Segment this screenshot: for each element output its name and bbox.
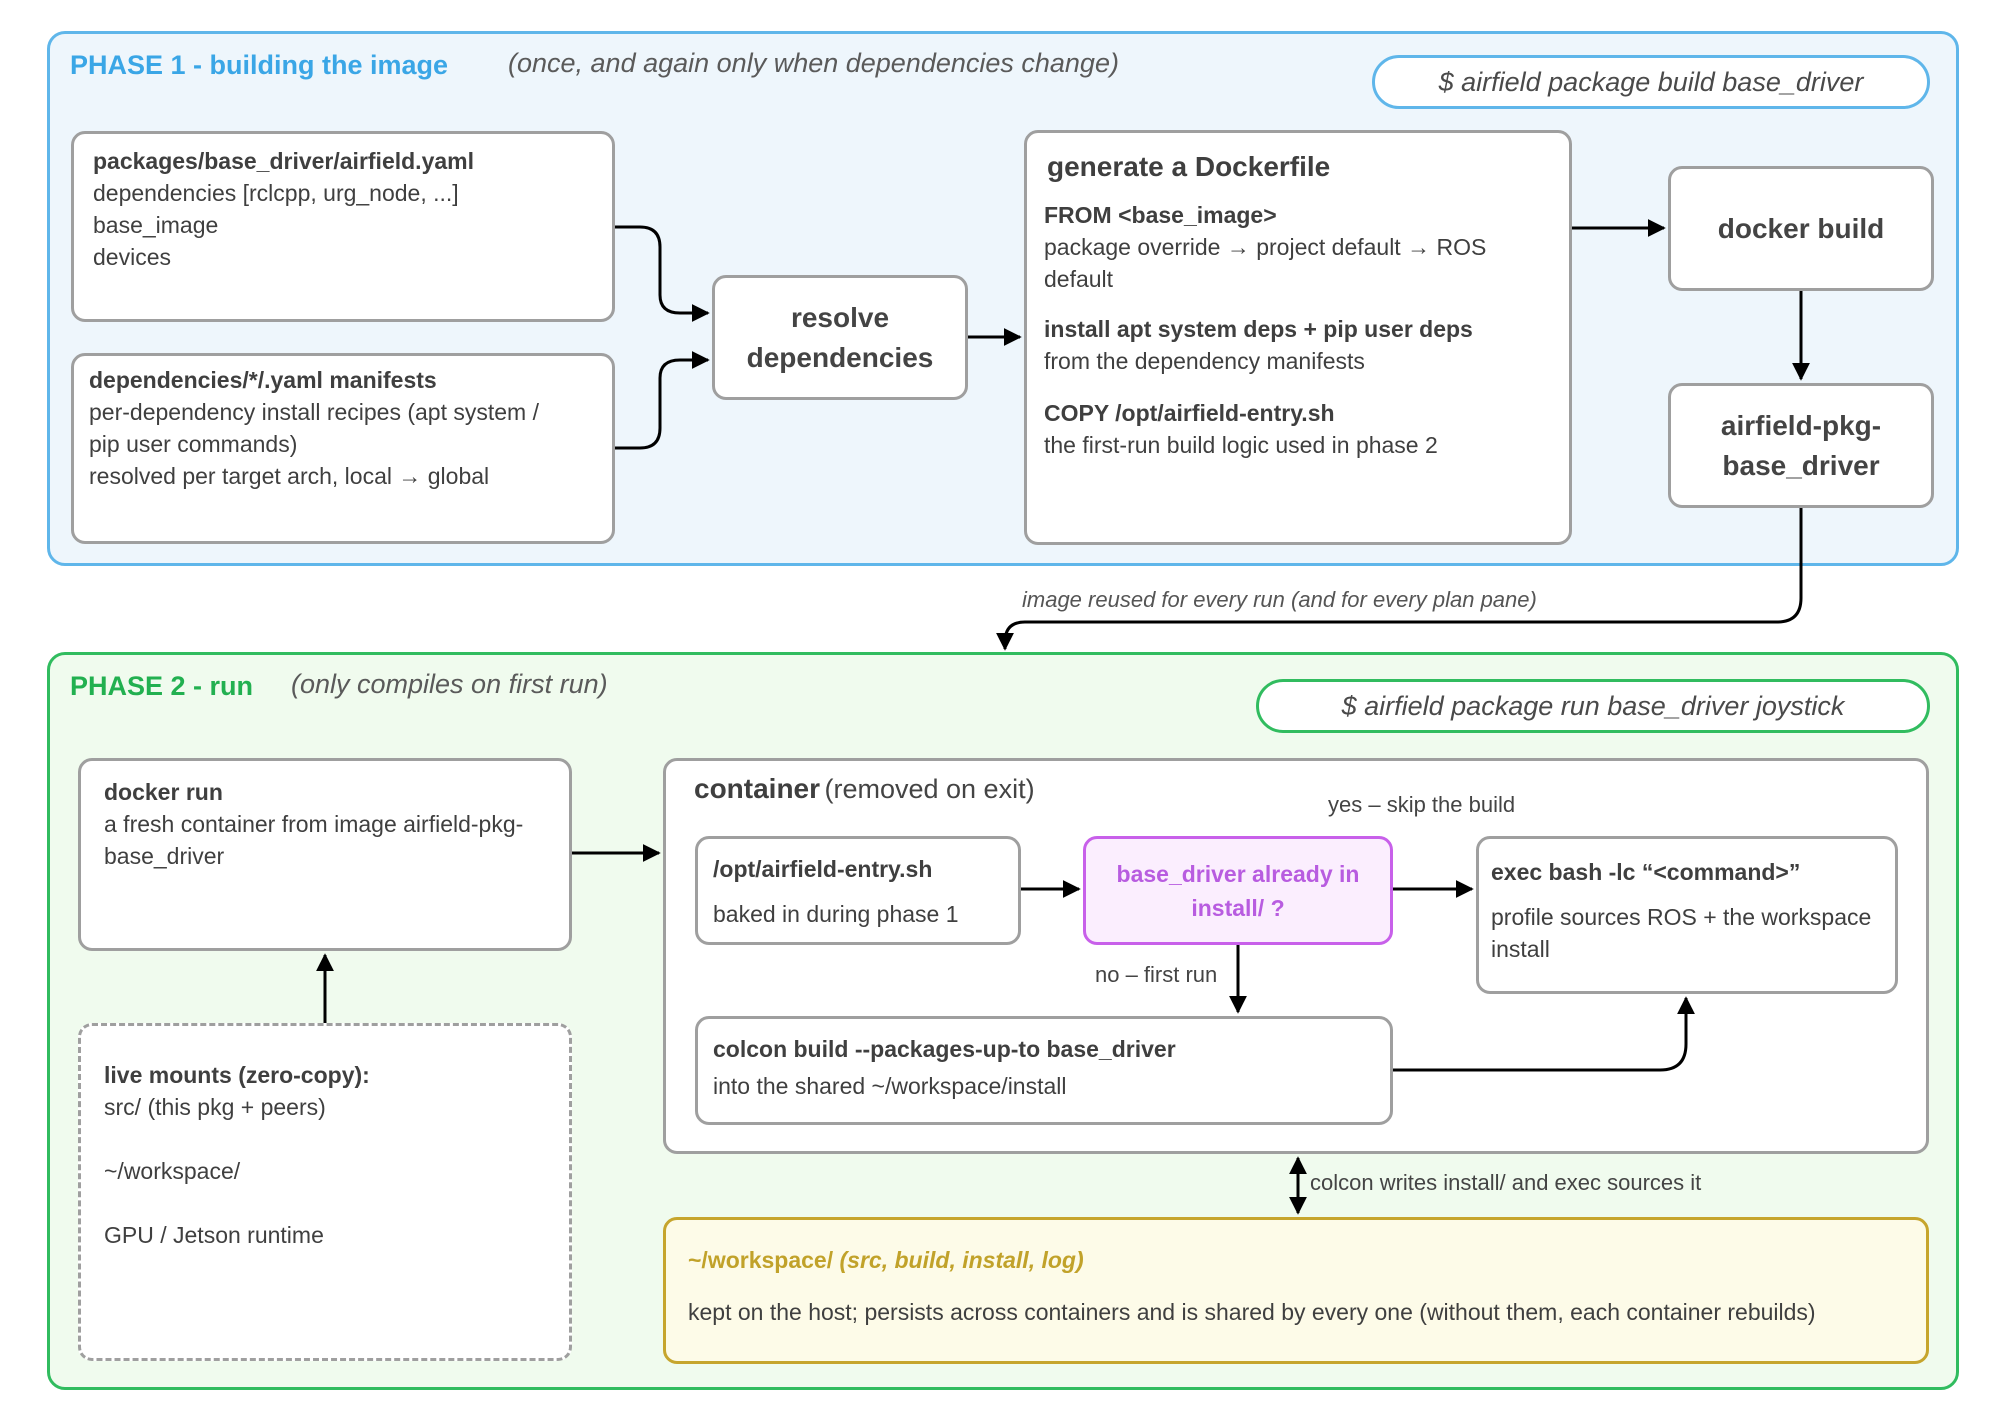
docker-run-line: base_driver (104, 843, 225, 869)
exec-title: exec bash -lc “<command>” (1491, 859, 1801, 885)
resolve-line: dependencies (746, 341, 934, 373)
resolve-line: resolve (790, 301, 890, 333)
manifest-line: devices (93, 244, 171, 270)
decision-line: install/ ? (1191, 894, 1285, 921)
phase2-command: $ airfield package run base_driver joyst… (1256, 679, 1930, 733)
image-reused-label: image reused for every run (and for ever… (1022, 587, 1537, 612)
container-subtitle: (removed on exit) (824, 774, 1035, 804)
dockerfile-copy-heading: COPY /opt/airfield-entry.sh (1044, 400, 1335, 426)
dockerfile-install-heading: install apt system deps + pip user deps (1044, 316, 1473, 342)
deps-manifests-box: dependencies/*/.yaml manifests per-depen… (71, 353, 615, 544)
live-mounts-title: live mounts (zero-copy): (104, 1062, 370, 1088)
phase2-command-text: $ airfield package run base_driver joyst… (1341, 690, 1845, 721)
image-box: airfield-pkg- base_driver (1668, 383, 1934, 508)
manifest-line: dependencies [rclcpp, urg_node, ...] (93, 180, 459, 206)
colcon-build-title: colcon build --packages-up-to base_drive… (713, 1036, 1176, 1062)
container-title: container (694, 773, 821, 804)
workspace-box: ~/workspace/ (src, build, install, log) … (663, 1217, 1929, 1364)
colcon-writes-label: colcon writes install/ and exec sources … (1310, 1170, 1702, 1195)
arrow-manifest-to-resolve (615, 225, 710, 322)
deps-manifests-line: resolved per target arch, local → global (89, 463, 490, 489)
workspace-title-part: , (881, 1247, 895, 1273)
yes-label: yes – skip the build (1328, 792, 1516, 817)
dockerfile-from-heading: FROM <base_image> (1044, 202, 1277, 228)
manifest-title: packages/base_driver/airfield.yaml (93, 148, 474, 174)
image-line: base_driver (1722, 449, 1880, 481)
phase1-subtitle: (once, and again only when dependencies … (508, 48, 1119, 78)
phase1-command-text: $ airfield package build base_driver (1438, 66, 1864, 97)
decision-line: base_driver already in (1116, 860, 1360, 887)
phase1-title: PHASE 1 - building the image (70, 50, 449, 80)
workspace-title-part: src (847, 1247, 882, 1273)
phase1-command: $ airfield package build base_driver (1372, 55, 1930, 109)
exec-line: install (1491, 936, 1550, 962)
dockerfile-box: generate a Dockerfile FROM <base_image> … (1024, 130, 1572, 545)
workspace-title-part: , (1028, 1247, 1042, 1273)
workspace-title-part: build (894, 1247, 950, 1273)
docker-run-title: docker run (104, 779, 223, 805)
docker-run-line: a fresh container from image airfield-pk… (104, 811, 524, 837)
workspace-title-part: ) (1075, 1247, 1084, 1273)
image-line: airfield-pkg- (1720, 409, 1882, 441)
live-mounts-line: src/ (this pkg + peers) (104, 1094, 326, 1120)
live-mounts-line: GPU / Jetson runtime (104, 1222, 324, 1248)
workspace-title: ~/workspace/ (src, build, install, log) (688, 1244, 1926, 1276)
container-heading: container (removed on exit) (694, 773, 1035, 805)
dockerfile-title: generate a Dockerfile (1047, 151, 1331, 182)
workspace-line: kept on the host; persists across contai… (688, 1299, 1816, 1325)
deps-manifests-title: dependencies/*/.yaml manifests (89, 367, 437, 393)
workspace-title-path: ~/workspace/ (688, 1247, 834, 1273)
phase2-title: PHASE 2 - run (70, 671, 254, 701)
no-label: no – first run (1095, 962, 1218, 987)
docker-build-box: docker build (1668, 166, 1934, 291)
phase2-subtitle: (only compiles on first run) (291, 669, 608, 699)
resolve-dependencies-box: resolve dependencies (712, 275, 968, 400)
arrow-deps-to-resolve (615, 351, 710, 450)
arrow-colcon-to-exec (1393, 996, 1695, 1072)
entry-script-line: baked in during phase 1 (713, 901, 959, 927)
dockerfile-from-line: package override → project default → ROS (1044, 234, 1487, 260)
deps-manifests-line: per-dependency install recipes (apt syst… (89, 399, 539, 425)
decision-box: base_driver already in install/ ? (1083, 836, 1393, 945)
manifest-line: base_image (93, 212, 219, 238)
colcon-build-line: into the shared ~/workspace/install (713, 1073, 1067, 1099)
live-mounts-line: ~/workspace/ (104, 1158, 241, 1184)
docker-run-box: docker run a fresh container from image … (78, 758, 572, 951)
workspace-title-part: ( (839, 1247, 848, 1273)
arrow-image-to-phase2 (996, 508, 1803, 651)
dockerfile-install-line: from the dependency manifests (1044, 348, 1365, 374)
live-mounts-box: live mounts (zero-copy): src/ (this pkg … (78, 1023, 572, 1361)
manifest-box: packages/base_driver/airfield.yaml depen… (71, 131, 615, 322)
dockerfile-copy-line: the first-run build logic used in phase … (1044, 432, 1438, 458)
workspace-title-part: install (962, 1247, 1029, 1273)
workspace-title-part: , (949, 1247, 963, 1273)
entry-script-box: /opt/airfield-entry.sh baked in during p… (695, 836, 1021, 945)
deps-manifests-line: pip user commands) (89, 431, 298, 457)
workspace-title-part: log (1041, 1247, 1076, 1273)
exec-line: profile sources ROS + the workspace (1491, 904, 1872, 930)
entry-script-title: /opt/airfield-entry.sh (713, 856, 933, 882)
exec-box: exec bash -lc “<command>” profile source… (1476, 836, 1898, 994)
dockerfile-from-line: default (1044, 266, 1114, 292)
docker-build-label: docker build (1717, 212, 1885, 244)
workspace-title-dirs: (src, build, install, log) (840, 1247, 1084, 1273)
colcon-build-box: colcon build --packages-up-to base_drive… (695, 1016, 1393, 1125)
